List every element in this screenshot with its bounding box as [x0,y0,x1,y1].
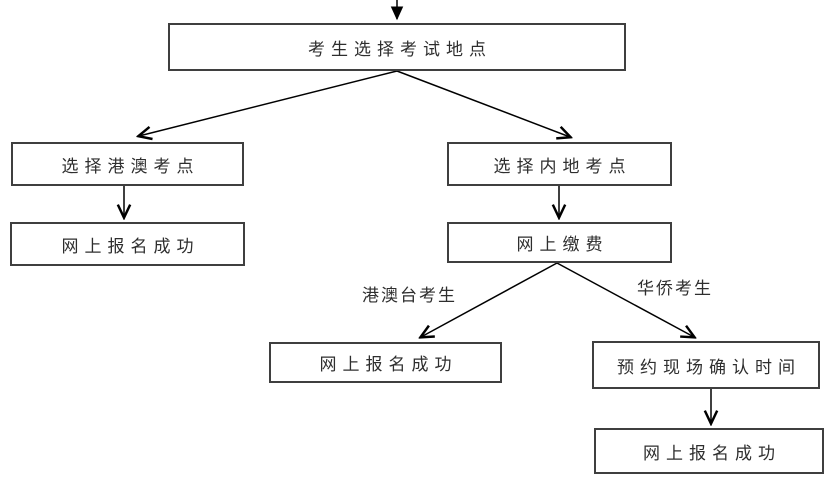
arrow-payment-to-hmt-success [421,262,558,337]
node-hmt-registration-success: 网上报名成功 [269,342,502,383]
node-hk-macau-registration-success: 网上报名成功 [10,222,245,266]
node-online-payment: 网上缴费 [447,222,672,263]
arrow-start-to-hk-macau-site [139,70,398,136]
node-select-mainland-site: 选择内地考点 [447,142,672,186]
node-select-hk-macau-site: 选择港澳考点 [11,142,244,186]
edge-label-overseas-candidates: 华侨考生 [637,279,713,298]
node-overseas-registration-success: 网上报名成功 [594,428,824,474]
arrow-start-to-mainland-site [396,70,570,137]
node-book-onsite-confirmation: 预约现场确认时间 [592,341,820,389]
node-select-exam-location: 考生选择考试地点 [168,23,626,71]
arrow-payment-to-appointment [556,262,694,337]
edge-label-hmt-candidates: 港澳台考生 [362,286,457,305]
